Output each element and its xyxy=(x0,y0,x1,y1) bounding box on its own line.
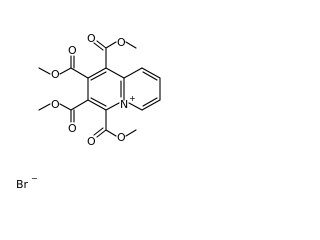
atom-label-n: N xyxy=(120,98,128,111)
atom-label-o8: O xyxy=(117,131,126,144)
atom-label-o5: O xyxy=(51,98,60,111)
counter-ion-charge: − xyxy=(31,174,38,183)
atom-label-o7: O xyxy=(87,135,96,148)
atom-label-o2: O xyxy=(117,36,126,49)
structure-diagram: O O O O O O O O N + Br − xyxy=(16,32,161,191)
atom-labels: O O O O O O O O N + xyxy=(51,32,136,148)
atom-label-o6: O xyxy=(68,122,77,135)
molecule-drawing: O O O O O O O O N + Br − xyxy=(16,32,161,191)
atom-label-o4: O xyxy=(51,68,60,81)
atom-label-o1: O xyxy=(87,32,96,45)
nitrogen-charge: + xyxy=(129,94,136,103)
bond-lines xyxy=(38,40,161,138)
counter-ion: Br − xyxy=(16,174,38,191)
counter-ion-label: Br xyxy=(16,178,29,191)
atom-label-o3: O xyxy=(68,44,77,57)
